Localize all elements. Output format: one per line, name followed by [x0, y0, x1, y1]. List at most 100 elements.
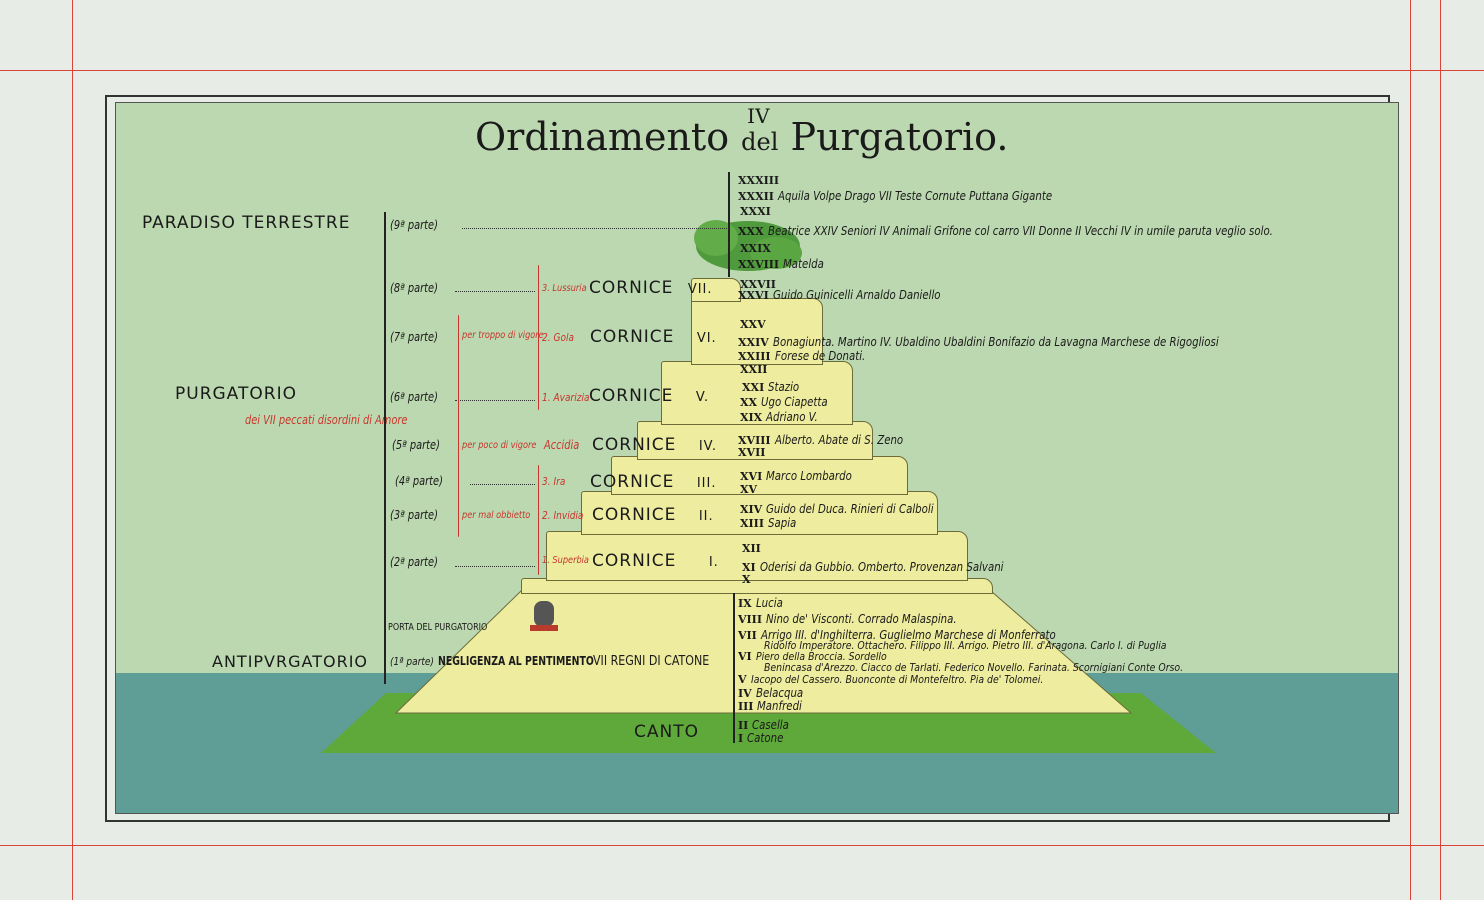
canto-number: X: [742, 573, 751, 586]
part-label: (8ª parte): [390, 281, 438, 295]
canto-characters: Marco Lombardo: [766, 469, 853, 483]
motive-label: per poco di vigore: [462, 440, 537, 451]
title-part: Ordinamento: [475, 115, 730, 159]
canto-characters: Ugo Ciapetta: [761, 395, 828, 409]
canto-characters: Nino de' Visconti. Corrado Malaspina.: [765, 612, 957, 626]
part-label: (6ª parte): [390, 390, 438, 404]
label-purgatorio-sub: dei VII peccati disordini di Amore: [245, 413, 408, 427]
sin-label: 2. Invidia: [542, 509, 584, 522]
margin-line: [1410, 0, 1411, 900]
canto-number: III: [738, 700, 754, 713]
canto-row: XXVII: [740, 277, 780, 291]
title-part: Purgatorio.: [790, 115, 1009, 159]
canto-row: XV: [740, 482, 761, 496]
sin-label: 1. Avarizia: [542, 391, 590, 404]
terrace-6: [691, 298, 823, 365]
canto-number: XXI: [742, 381, 765, 394]
canto-characters: Sapia: [767, 516, 797, 530]
canto-number: XXX: [738, 225, 764, 238]
canto-characters: Catone: [747, 731, 784, 745]
porta-icon: [530, 601, 558, 631]
canto-number: V: [738, 673, 747, 686]
margin-line: [1440, 0, 1441, 900]
canto-characters: Beatrice XXIV Seniori IV Animali Grifone…: [767, 224, 1273, 238]
margin-line: [0, 70, 1484, 71]
canto-characters: Aquila Volpe Drago VII Teste Cornute Put…: [777, 189, 1053, 203]
canto-number: XVIII: [738, 434, 771, 447]
margin-line: [72, 0, 73, 900]
red-brace: [538, 465, 539, 575]
canto-characters: Bonagiunta. Martino IV. Ubaldino Ubaldin…: [772, 335, 1219, 349]
canto-brace: [733, 593, 735, 743]
canto-number: XIV: [740, 503, 763, 516]
sin-label: 1. Superbia: [542, 555, 589, 566]
canto-number: XV: [740, 483, 758, 496]
canto-number: XIX: [740, 411, 763, 424]
part-label: (2ª parte): [390, 555, 438, 569]
canto-characters: Lucia: [755, 596, 783, 610]
canto-number: XXIV: [738, 336, 769, 349]
canto-number: VII: [738, 629, 757, 642]
canto-number: I: [738, 732, 744, 745]
canto-characters: Alberto. Abate di S. Zeno: [774, 433, 903, 447]
canto-number: XXII: [740, 363, 768, 376]
canto-characters: Manfredi: [757, 699, 803, 713]
part-label: (1ª parte): [390, 655, 434, 668]
canto-number: XXXI: [740, 205, 771, 218]
canto-row: X: [742, 572, 755, 586]
title-superscript: IV: [747, 104, 770, 128]
canto-characters: Casella: [752, 718, 790, 732]
canto-number: XXVII: [740, 278, 776, 291]
cornice-label: CORNICE V.: [589, 386, 710, 406]
diagram-panel: [115, 102, 1399, 814]
canto-characters: Arrigo III. d'Inghilterra. Guglielmo Mar…: [760, 628, 1056, 642]
canto-number: XXXIII: [738, 174, 780, 187]
canto-number: VIII: [738, 613, 762, 626]
terrace-5: [661, 361, 853, 425]
canto-row: XXXI: [740, 204, 775, 218]
main-brace: [384, 212, 386, 684]
cornice-label: CORNICE VI.: [590, 327, 717, 347]
canto-characters: Stazio: [768, 380, 800, 394]
cornice-label: CORNICE II.: [592, 505, 714, 525]
canto-characters: Iacopo del Cassero. Buonconte di Montefe…: [750, 673, 1043, 686]
canto-row: Ridolfo Imperatore. Ottachero. Filippo I…: [760, 639, 1238, 652]
canto-number: IX: [738, 597, 752, 610]
canto-row: XII: [742, 541, 765, 555]
terrace-4: [637, 421, 873, 460]
canto-characters: Oderisi da Gubbio. Omberto. Provenzan Sa…: [759, 560, 1004, 574]
canto-characters: Piero della Broccia. Sordello: [755, 650, 887, 663]
canto-characters: Guido del Duca. Rinieri di Calboli: [766, 502, 934, 516]
margin-line: [0, 845, 1484, 846]
canto-number: XVII: [738, 446, 766, 459]
canto-number: XXVIII: [738, 258, 780, 271]
canto-number: XXV: [740, 318, 766, 331]
canto-row: XXII: [740, 362, 771, 376]
canto-row: Benincasa d'Arezzo. Ciacco de Tarlati. F…: [760, 661, 1257, 674]
part-label: (9ª parte): [390, 218, 438, 232]
label-antipurgatorio: ANTIPVRGATORIO: [212, 652, 369, 671]
sin-label: Accidia: [544, 438, 580, 452]
part-label: (7ª parte): [390, 330, 438, 344]
canto-number: II: [738, 719, 749, 732]
canto-number: XXXII: [738, 190, 774, 203]
part-label: (5ª parte): [392, 438, 440, 452]
